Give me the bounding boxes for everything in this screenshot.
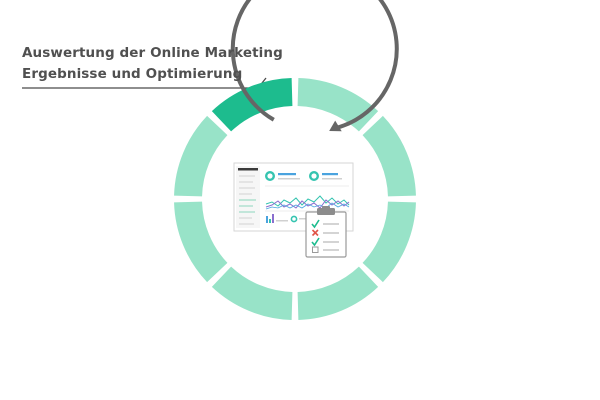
title-line-1: Auswertung der Online Marketing	[22, 45, 283, 61]
check-icon	[311, 237, 320, 247]
arrowhead-icon	[329, 120, 342, 132]
dashboard-sidebar	[236, 166, 260, 228]
check-icon	[311, 219, 320, 229]
ring-segment-2	[297, 78, 379, 132]
dashboard-mini-widgets	[266, 214, 309, 223]
ring-segment-6	[211, 266, 293, 320]
empty-checkbox-icon	[312, 246, 319, 253]
cross-icon	[311, 229, 319, 237]
ring-segment-4	[362, 201, 416, 283]
cycle-arrow	[230, 0, 399, 130]
ring-segment-3	[362, 115, 416, 197]
ring-segment-7	[174, 201, 228, 283]
dashboard-kpi-cards	[265, 170, 349, 187]
ring-segment-5	[297, 266, 379, 320]
title-line-2: Ergebnisse und Optimierung	[22, 66, 243, 82]
ring-segment-8	[174, 115, 228, 197]
clipboard-checklist	[305, 206, 347, 258]
